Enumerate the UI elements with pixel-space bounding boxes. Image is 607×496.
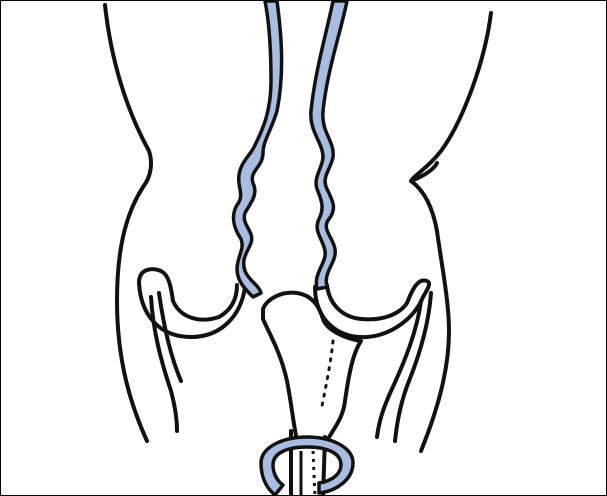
uterus-inner-line [321, 341, 333, 411]
stem-line-2 [313, 451, 315, 496]
left-vessel [234, 1, 282, 297]
right-vessel [311, 1, 347, 289]
right-outer-contour [411, 13, 491, 451]
right-contour-notch [411, 163, 437, 181]
left-outer-contour [105, 5, 151, 441]
bottom-ring [261, 437, 353, 495]
